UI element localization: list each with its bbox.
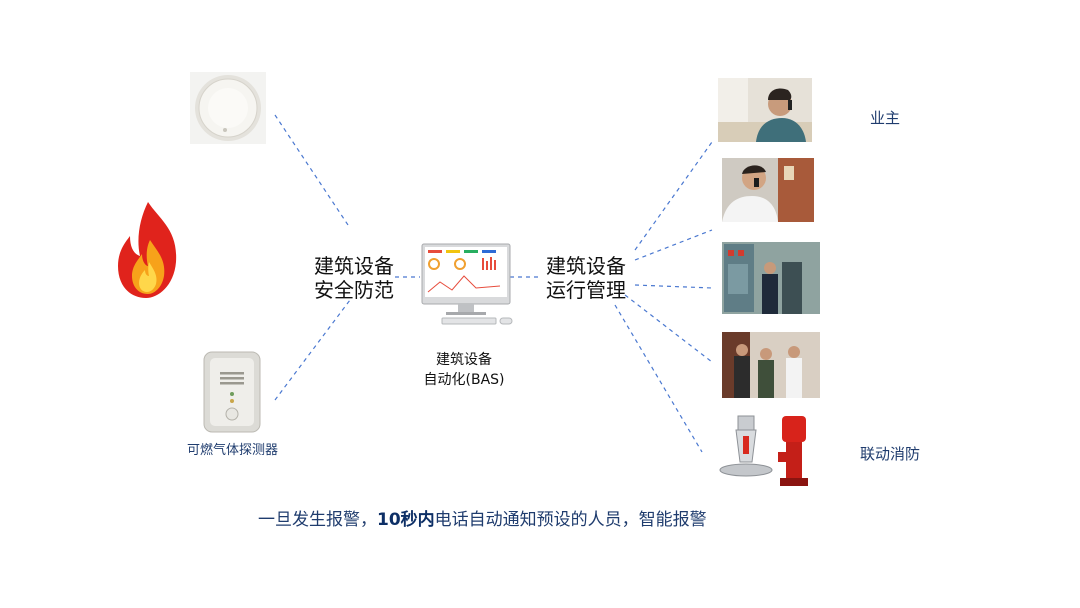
bas-label-line2: 自动化(BAS) [423,372,505,388]
footer-prefix: 一旦发生报警， [258,510,377,530]
footer-highlight: 10秒内 [377,510,435,530]
smoke-detector-image [190,72,266,144]
footer-suffix: 电话自动通知预设的人员，智能报警 [434,510,707,530]
fire-icon [112,200,184,300]
bas-label-line1: 建筑设备 [436,352,492,368]
security-label: 建筑设备 安全防范 [314,254,394,302]
gas-detector-label: 可燃气体探测器 [187,443,279,458]
bas-label: 建筑设备 自动化(BAS) [404,350,524,390]
businessman-phone-photo [722,158,814,222]
alarm-footer-text: 一旦发生报警，10秒内电话自动通知预设的人员，智能报警 [258,505,707,530]
control-room-photo [722,242,820,314]
fire-linkage-label: 联动消防 [860,445,921,463]
operation-label-line1: 建筑设备 [546,254,626,278]
operation-label: 建筑设备 运行管理 [546,254,626,302]
operation-label-line2: 运行管理 [546,278,626,302]
security-label-line1: 建筑设备 [314,254,394,278]
owner-label: 业主 [870,109,901,127]
officials-inspection-photo [722,332,820,398]
sprinkler-pump-photo [716,414,816,488]
security-label-line2: 安全防范 [314,278,394,302]
computer-monitor-image [420,242,520,328]
gas-detector-image [202,350,262,434]
owner-phone-photo [718,78,812,142]
